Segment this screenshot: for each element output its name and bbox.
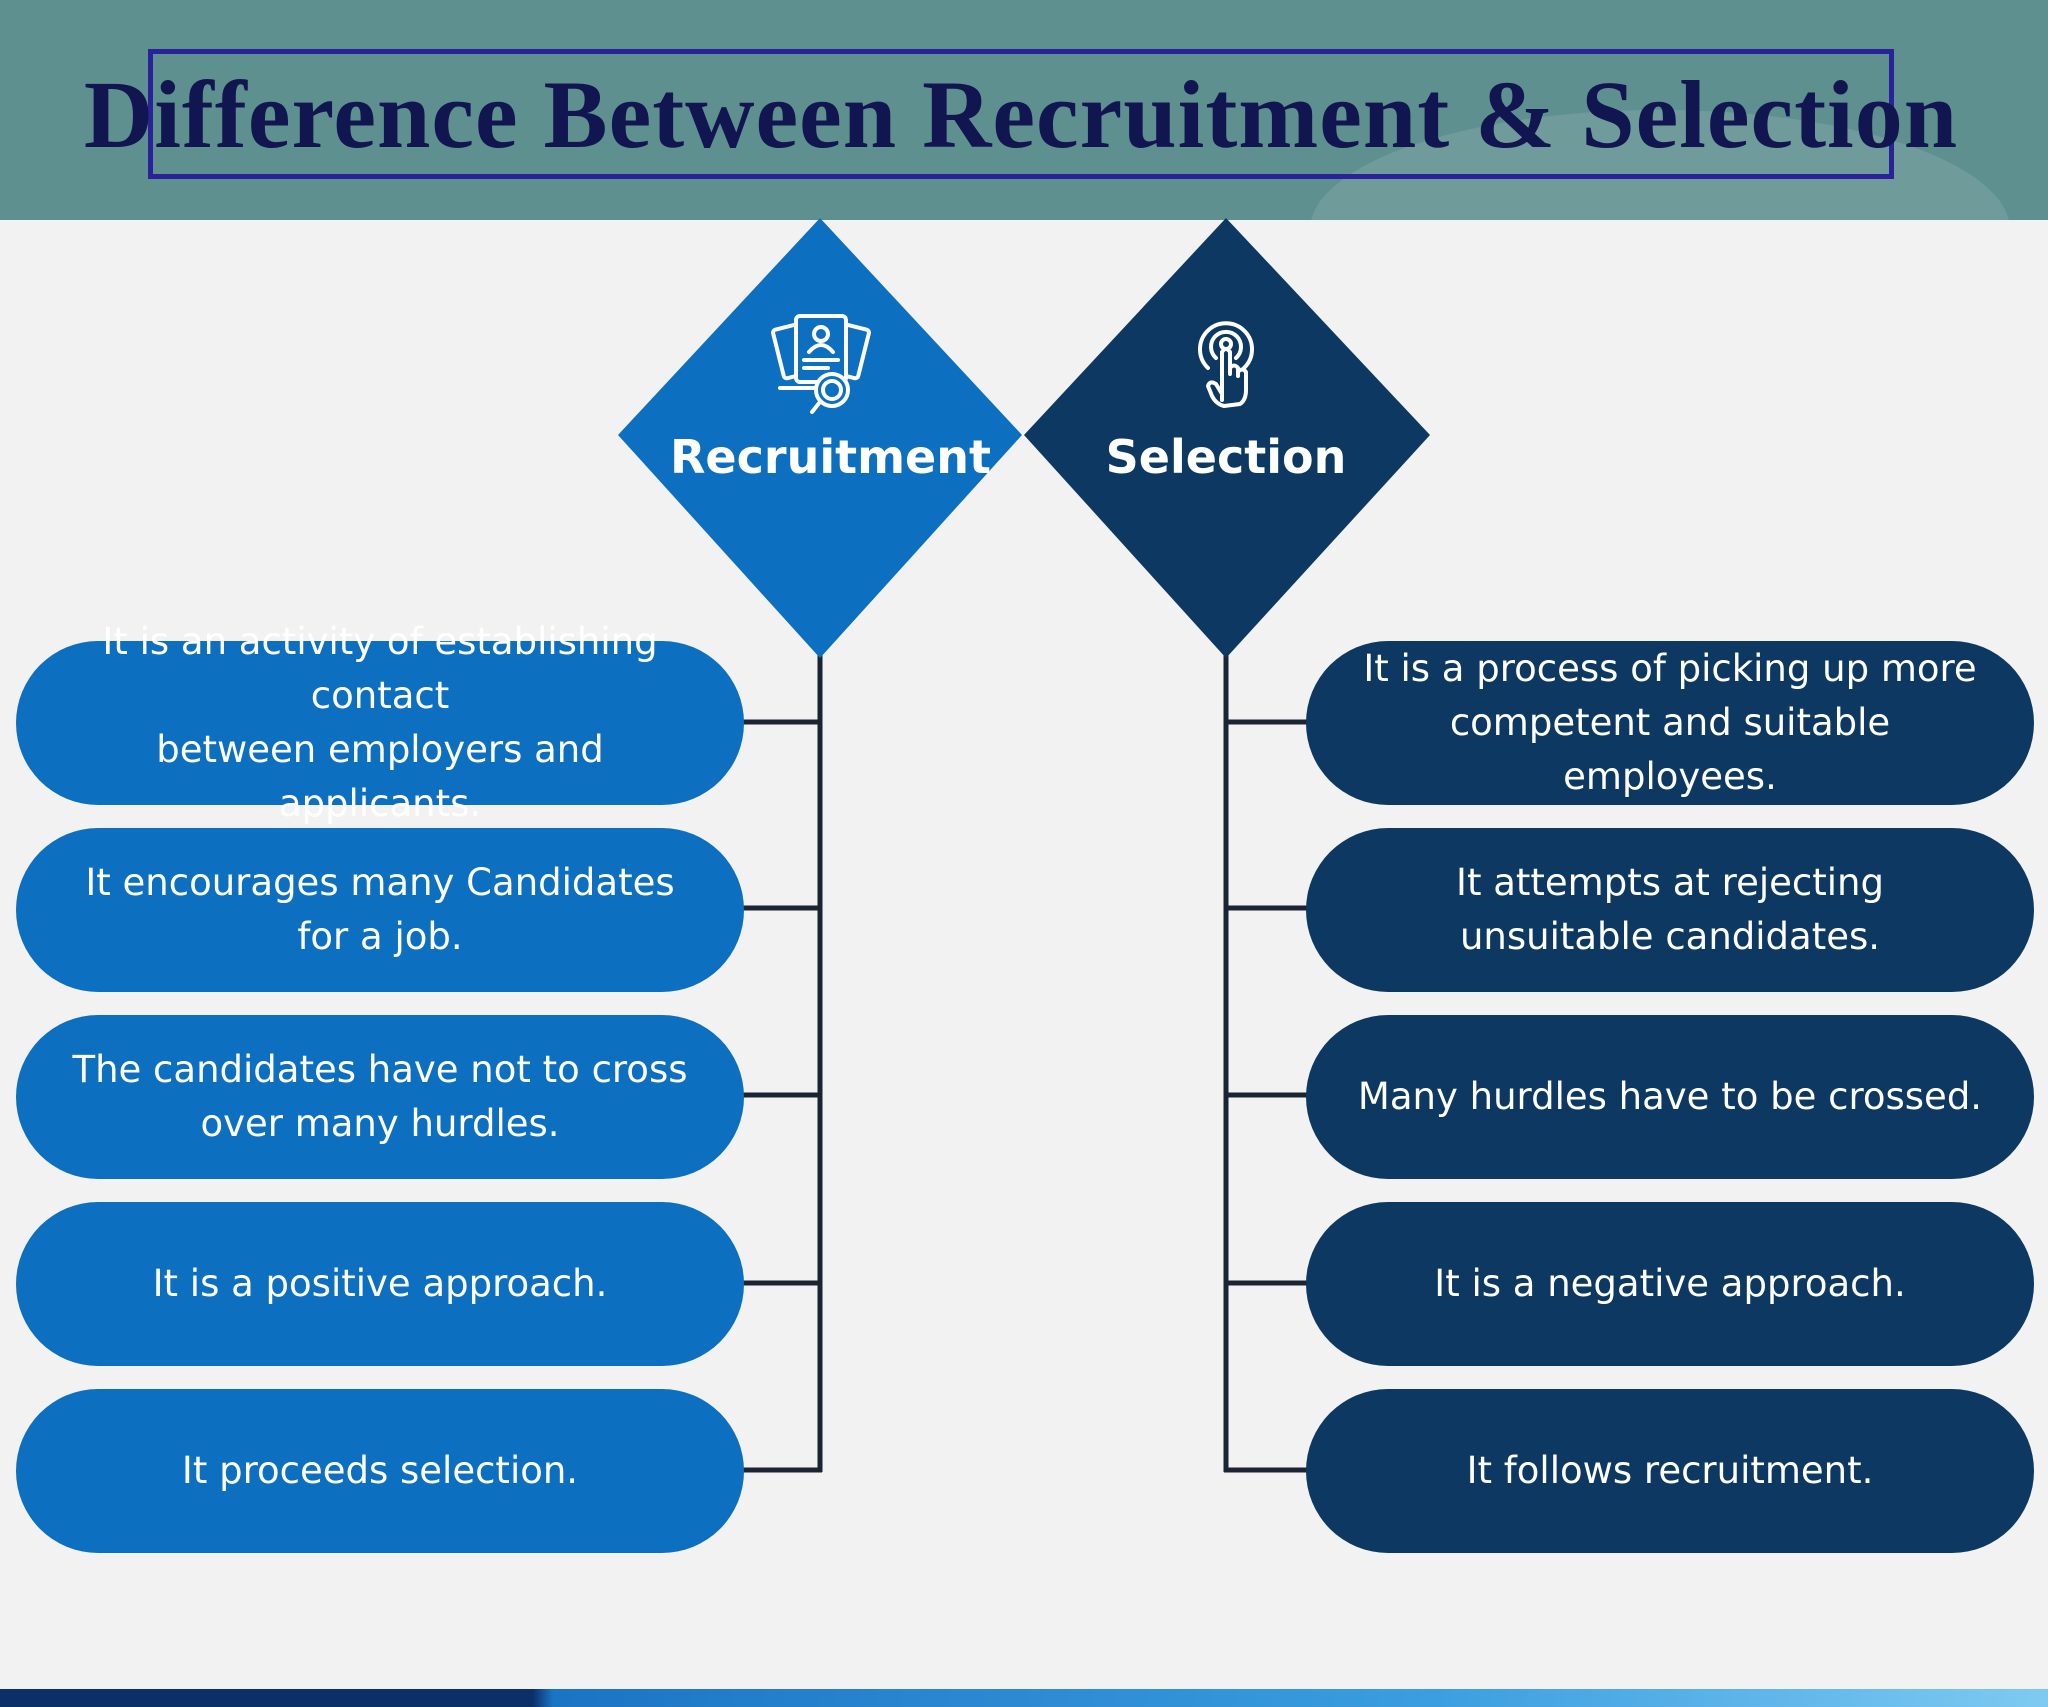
recruitment-point: It encourages many Candidates for a job. <box>16 828 744 992</box>
touch-target-icon <box>1198 321 1254 408</box>
title-box: Difference Between Recruitment & Selecti… <box>84 49 1957 179</box>
recruitment-connectors <box>742 655 823 1473</box>
recruitment-diamond <box>618 218 1022 658</box>
selection-point: It follows recruitment. <box>1306 1389 2034 1553</box>
recruitment-point: It is an activity of establishing contac… <box>16 620 744 825</box>
selection-diamond <box>1024 218 1430 658</box>
selection-point: It is a process of picking up more compe… <box>1306 641 2034 805</box>
selection-connectors <box>1223 655 1308 1473</box>
selection-point: Many hurdles have to be crossed. <box>1306 1015 2034 1179</box>
selection-point: It attempts at rejecting unsuitable cand… <box>1306 828 2034 992</box>
selection-point: It is a negative approach. <box>1306 1202 2034 1366</box>
recruitment-point: It proceeds selection. <box>16 1389 744 1553</box>
selection-label: Selection <box>1105 430 1347 484</box>
resume-search-icon <box>771 314 871 414</box>
header-banner: Difference Between Recruitment & Selecti… <box>0 0 2048 220</box>
page-title: Difference Between Recruitment & Selecti… <box>83 60 1959 168</box>
recruitment-label: Recruitment <box>670 430 991 484</box>
footer-gradient-bar <box>0 1689 2048 1707</box>
recruitment-point: The candidates have not to cross over ma… <box>16 1015 744 1179</box>
recruitment-point: It is a positive approach. <box>16 1202 744 1366</box>
